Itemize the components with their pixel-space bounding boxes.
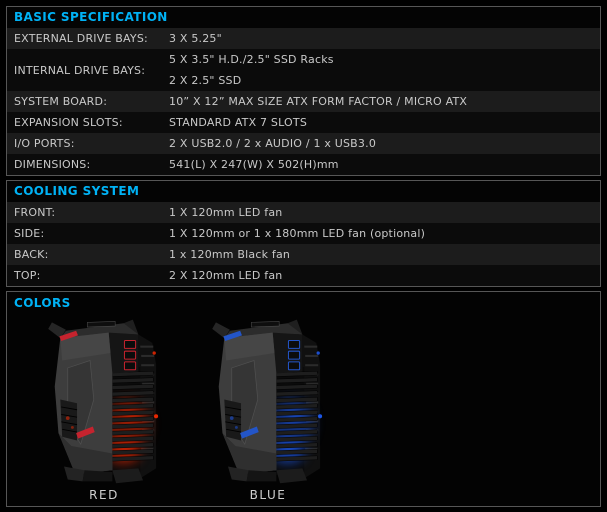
spec-row-front-fan: FRONT: 1 X 120mm LED fan [7,202,600,223]
spec-row-internal-drive-bays: INTERNAL DRIVE BAYS: 5 X 3.5" H.D./2.5" … [7,49,600,91]
spec-value: 1 x 120mm Black fan [169,248,291,261]
spec-row-dimensions: DIMENSIONS: 541(L) X 247(W) X 502(H)mm [7,154,600,175]
spec-value-line: 2 X 2.5" SSD [169,74,242,87]
spec-label: SYSTEM BOARD: [14,95,108,108]
spec-label: DIMENSIONS: [14,158,91,171]
spec-row-expansion-slots: EXPANSION SLOTS: STANDARD ATX 7 SLOTS [7,112,600,133]
spec-value-line: 5 X 3.5" H.D./2.5" SSD Racks [169,53,334,66]
spec-row-system-board: SYSTEM BOARD: 10” X 12” MAX SIZE ATX FOR… [7,91,600,112]
case-figure-red: RED [29,314,179,502]
section-colors: COLORS [6,291,601,507]
spec-row-io-ports: I/O PORTS: 2 X USB2.0 / 2 x AUDIO / 1 x … [7,133,600,154]
spec-value: STANDARD ATX 7 SLOTS [169,116,308,129]
spec-value: 10” X 12” MAX SIZE ATX FORM FACTOR / MIC… [169,95,468,108]
spec-value: 1 X 120mm or 1 x 180mm LED fan (optional… [169,227,426,240]
case-color-label-blue: BLUE [249,488,287,502]
section-basic-specification: BASIC SPECIFICATION EXTERNAL DRIVE BAYS:… [6,6,601,176]
spec-value: 1 X 120mm LED fan [169,206,283,219]
spec-label: TOP: [14,269,41,282]
spec-label: INTERNAL DRIVE BAYS: [14,63,146,77]
spec-row-external-drive-bays: EXTERNAL DRIVE BAYS: 3 X 5.25" [7,28,600,49]
section-title: COLORS [7,292,600,314]
spec-label: BACK: [14,248,49,261]
spec-value: 2 X USB2.0 / 2 x AUDIO / 1 x USB3.0 [169,137,377,150]
spec-label: FRONT: [14,206,56,219]
spec-value: 2 X 120mm LED fan [169,269,283,282]
pc-case-image-blue [212,319,323,484]
spec-label: EXTERNAL DRIVE BAYS: [14,32,148,45]
pc-case-image-red [48,319,159,484]
spec-row-back-fan: BACK: 1 x 120mm Black fan [7,244,600,265]
section-title: COOLING SYSTEM [7,181,600,202]
spec-value: 3 X 5.25" [169,32,222,45]
colors-body: RED [7,314,600,506]
case-images-row: RED [7,314,600,502]
case-figure-blue: BLUE [193,314,343,502]
section-cooling-system: COOLING SYSTEM FRONT: 1 X 120mm LED fan … [6,180,601,287]
spec-value: 5 X 3.5" H.D./2.5" SSD Racks 2 X 2.5" SS… [169,49,600,91]
spec-row-side-fan: SIDE: 1 X 120mm or 1 x 180mm LED fan (op… [7,223,600,244]
spec-row-top-fan: TOP: 2 X 120mm LED fan [7,265,600,286]
section-title: BASIC SPECIFICATION [7,7,600,28]
spec-value: 541(L) X 247(W) X 502(H)mm [169,158,339,171]
case-color-label-red: RED [89,488,119,502]
spec-label: I/O PORTS: [14,137,75,150]
spec-label: SIDE: [14,227,45,240]
spec-label: EXPANSION SLOTS: [14,116,123,129]
